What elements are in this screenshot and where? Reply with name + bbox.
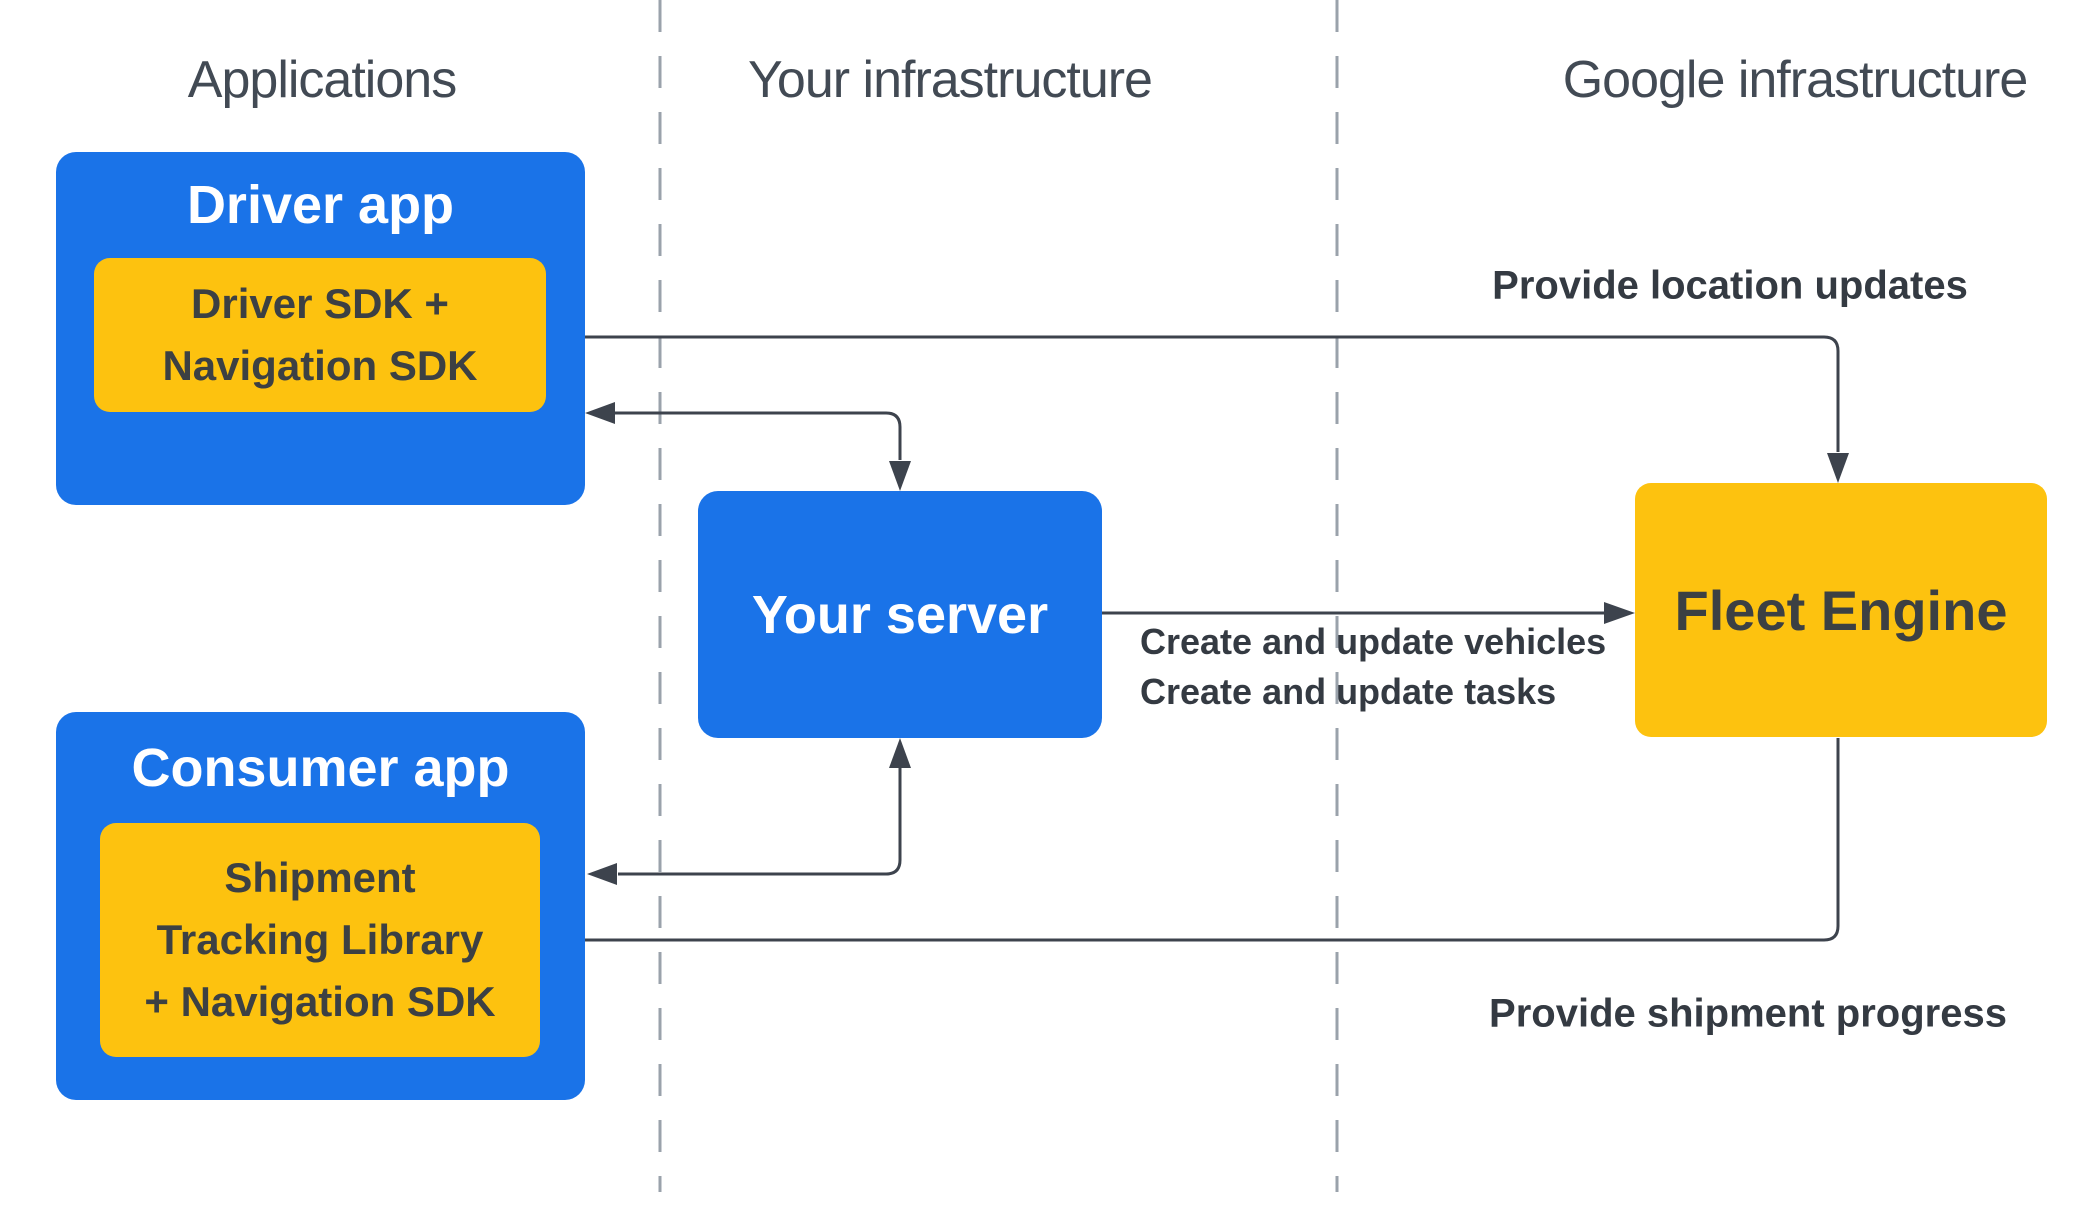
- driver-app-box: Driver app Driver SDK + Navigation SDK: [56, 152, 585, 505]
- connector-driver-sdk-fleet-engine: [546, 326, 1849, 483]
- label-provide-shipment-progress: Provide shipment progress: [1489, 991, 2007, 1036]
- fleet-engine-title: Fleet Engine: [1674, 578, 2008, 642]
- driver-sdk-line-2: Navigation SDK: [162, 342, 478, 389]
- driver-sdk-line-1: Driver SDK +: [191, 280, 449, 327]
- consumer-app-title: Consumer app: [131, 737, 510, 798]
- arrowhead-down-into-fleet-engine: [1827, 453, 1849, 483]
- label-create-update-tasks: Create and update tasks: [1140, 671, 1557, 712]
- column-header-your-infrastructure: Your infrastructure: [748, 51, 1153, 109]
- driver-app-title: Driver app: [186, 175, 455, 235]
- arrowhead-up-into-your-server: [889, 738, 911, 768]
- fleet-engine-box: Fleet Engine: [1635, 483, 2047, 737]
- arrowhead-down-into-your-server: [889, 461, 911, 491]
- connector-your-server-fleet-engine: [1102, 602, 1635, 624]
- connector-driver-app-your-server: [585, 402, 911, 491]
- your-server-box: Your server: [698, 491, 1102, 738]
- label-provide-location-updates: Provide location updates: [1492, 263, 1968, 308]
- shipment-library-line-1: Shipment: [224, 854, 416, 901]
- shipment-tracking-library-box: Shipment Tracking Library + Navigation S…: [100, 823, 540, 1057]
- label-create-update-vehicles: Create and update vehicles: [1140, 621, 1607, 662]
- column-header-google-infrastructure: Google infrastructure: [1562, 51, 2029, 109]
- shipment-library-line-2: Tracking Library: [156, 916, 484, 963]
- arrowhead-right-into-fleet-engine: [1604, 602, 1635, 624]
- connector-consumer-app-your-server: [587, 738, 911, 885]
- column-header-applications: Applications: [187, 51, 457, 109]
- arrowhead-left-into-driver-app: [585, 402, 615, 424]
- shipment-library-line-3: + Navigation SDK: [144, 978, 496, 1025]
- arrowhead-left-into-consumer-app: [587, 863, 617, 885]
- driver-sdk-box: Driver SDK + Navigation SDK: [94, 258, 546, 412]
- consumer-app-box: Consumer app Shipment Tracking Library +…: [56, 712, 585, 1100]
- your-server-title: Your server: [751, 584, 1049, 645]
- connector-fleet-engine-shipment-library: [540, 738, 1840, 951]
